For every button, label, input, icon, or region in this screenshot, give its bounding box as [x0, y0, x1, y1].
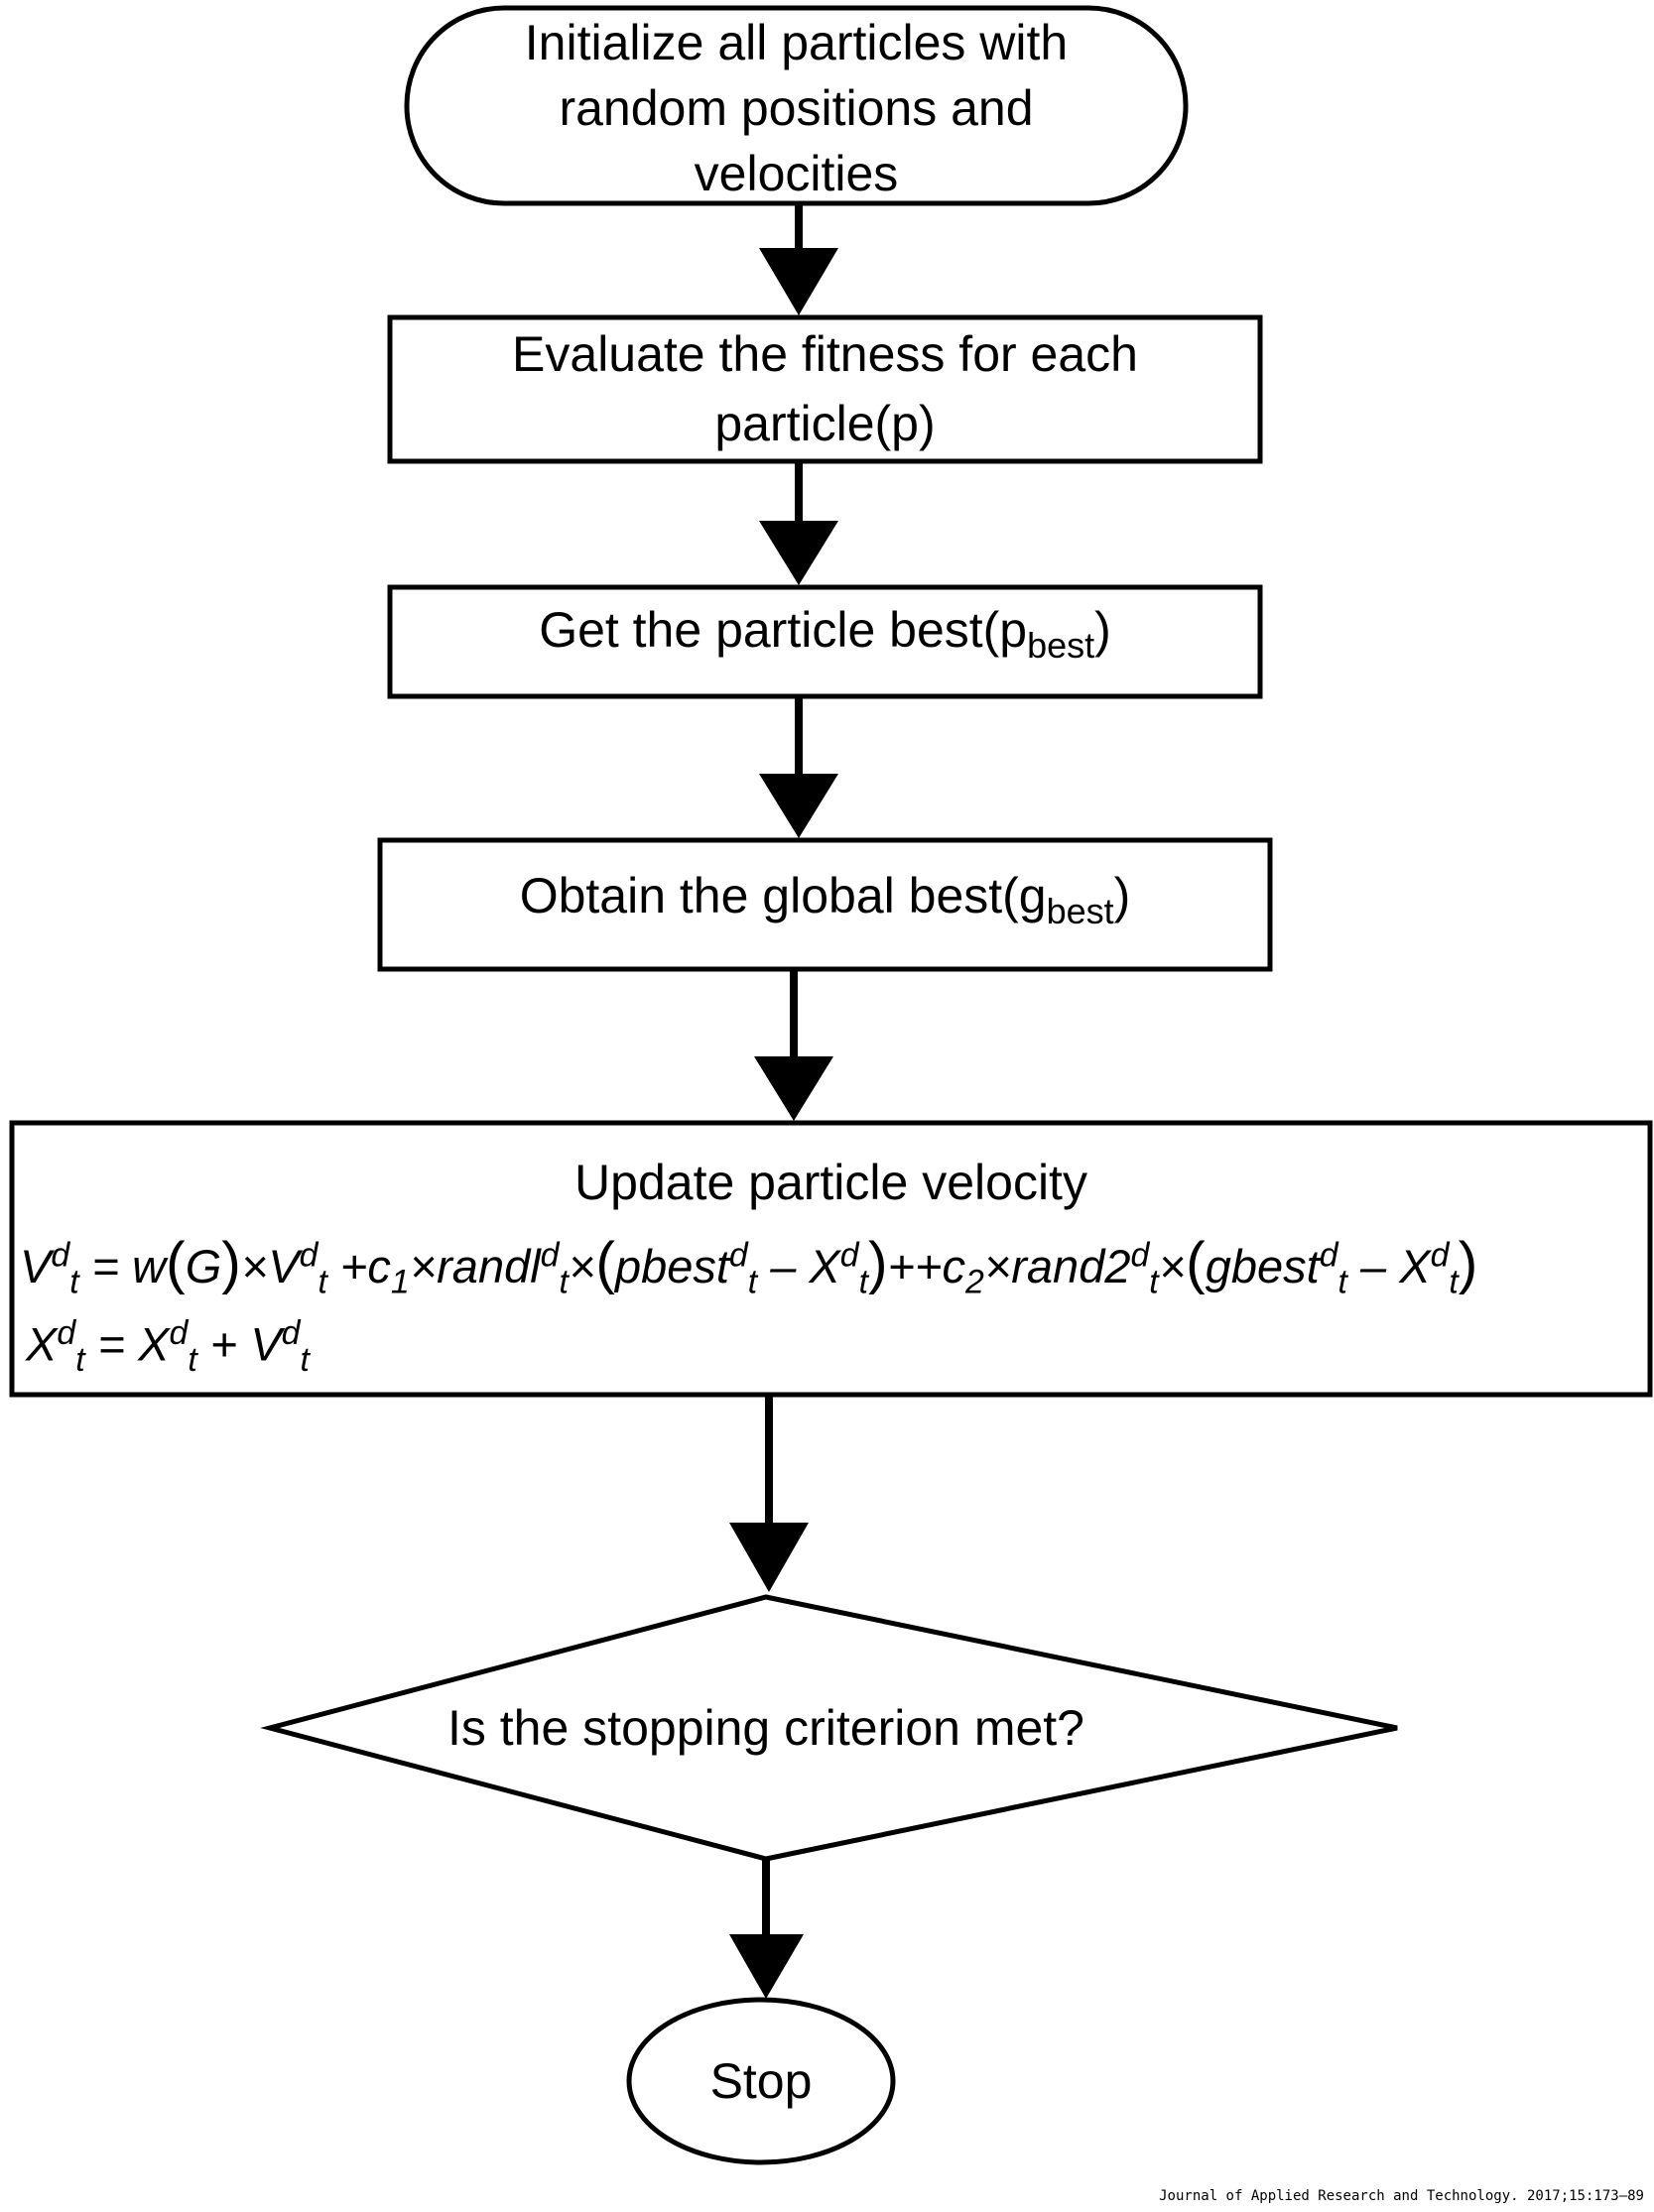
update-node-shape [9, 1120, 1653, 1398]
arrow-3-head [759, 774, 838, 838]
init-line-1: Initialize all particles with [524, 15, 1069, 70]
arrow-6-head [729, 1934, 804, 1999]
pbest-close: ) [1094, 602, 1111, 658]
pbest-node-label: Get the particle best(pbest) [390, 595, 1260, 680]
stop-node-shape [626, 1997, 896, 2165]
arrow-1-head [759, 248, 838, 315]
decision-node-label: Is the stopping criterion met? [447, 1700, 1084, 1756]
stop-node-label: Stop [709, 2053, 813, 2109]
init-node-label: Initialize all particles with random pos… [407, 10, 1186, 206]
evaluate-line-1: Evaluate the fitness for each [512, 326, 1138, 382]
evaluate-line-2: particle(p) [714, 396, 936, 451]
gbest-node-shape [377, 837, 1273, 972]
position-equation: Xdt = Xdt + Vdt [26, 1314, 310, 1380]
gbest-subscript: best [1046, 891, 1114, 931]
gbest-node-label: Obtain the global best(gbest) [380, 861, 1270, 946]
footer-citation: Journal of Applied Research and Technolo… [1159, 2188, 1644, 2204]
pbest-text: Get the particle best(p [539, 602, 1028, 658]
arrow-2-head [759, 521, 838, 585]
update-node-title: Update particle velocity [574, 1155, 1087, 1210]
evaluate-node-label: Evaluate the fitness for each particle(p… [390, 319, 1260, 458]
init-line-2: random positions and [559, 80, 1034, 136]
pbest-node-shape [387, 584, 1263, 699]
arrow-4-head [754, 1056, 833, 1121]
pbest-subscript: best [1027, 625, 1095, 666]
gbest-close: ) [1113, 868, 1131, 923]
gbest-text: Obtain the global best(g [519, 868, 1047, 923]
velocity-equation: Vdt = w(G)×Vdt +c1×randldt×(pbestdt – Xd… [20, 1231, 1478, 1301]
arrow-5-head [729, 1523, 809, 1592]
init-line-3: velocities [694, 146, 899, 201]
evaluate-node-shape [387, 314, 1263, 464]
